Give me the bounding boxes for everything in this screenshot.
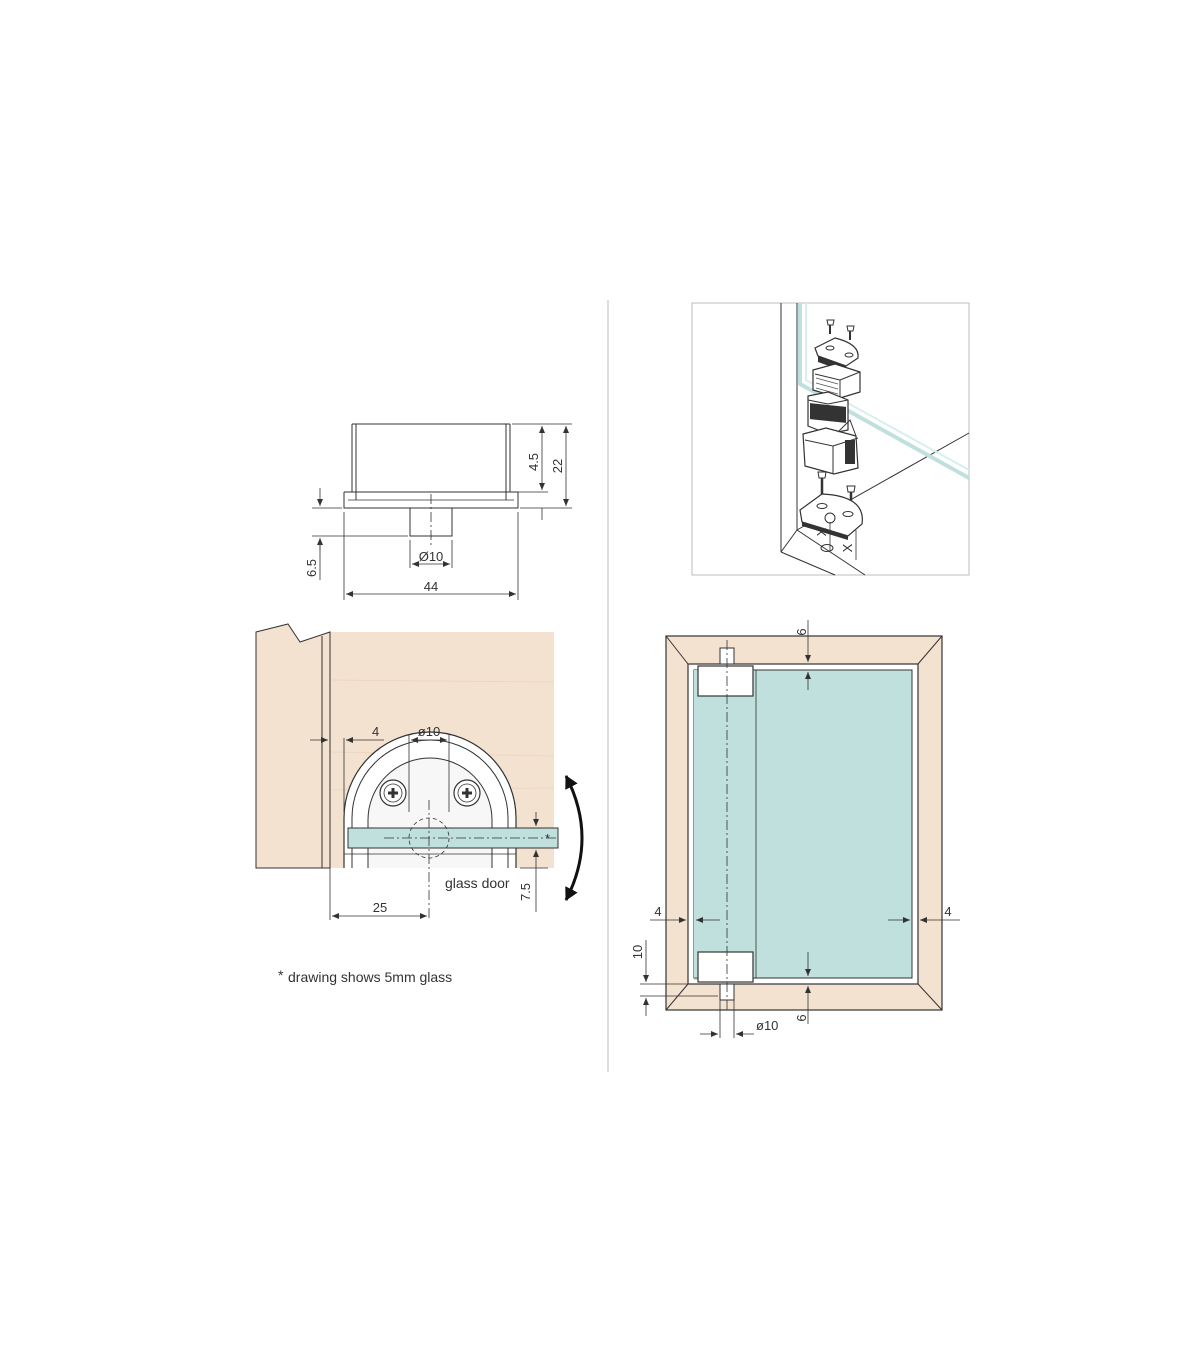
front-view (255, 623, 584, 920)
dim-height-total: 22 (550, 459, 565, 473)
dim-bottom-gap: 6 (794, 1014, 809, 1021)
bottom-hinge-block (697, 951, 754, 983)
dim-top-gap: 6 (794, 628, 809, 635)
dim-right: 4 (944, 904, 951, 919)
dim-pin-diameter: Ø10 (419, 549, 444, 564)
footnote: drawing shows 5mm glass (288, 969, 452, 985)
screw-head-icon (453, 779, 481, 807)
profile-view (312, 423, 572, 600)
dim-depth: 25 (373, 900, 387, 915)
glass-door-label: glass door (445, 875, 510, 891)
top-hinge-block (697, 665, 754, 697)
dim-hinge-height: 10 (630, 945, 645, 959)
label-x-left: X (814, 527, 829, 536)
dim-frame-pin-diameter: ø10 (756, 1018, 778, 1033)
dim-front-pin-diameter: ø10 (418, 724, 440, 739)
swing-arrow-icon (564, 775, 584, 901)
glass-mark: * (545, 831, 550, 846)
frame-view (640, 620, 960, 1038)
dim-offset: 7.5 (518, 883, 533, 901)
dim-height-upper: 4.5 (526, 453, 541, 471)
footnote-mark: * (278, 967, 284, 983)
exploded-view (691, 302, 970, 576)
label-x-right: X (840, 543, 855, 552)
dim-left: 4 (654, 904, 661, 919)
cabinet-side (255, 623, 331, 869)
dim-edge: 4 (372, 724, 379, 739)
screw-head-icon (379, 779, 407, 807)
dim-width: 44 (424, 579, 438, 594)
dim-base: 6.5 (304, 559, 319, 577)
